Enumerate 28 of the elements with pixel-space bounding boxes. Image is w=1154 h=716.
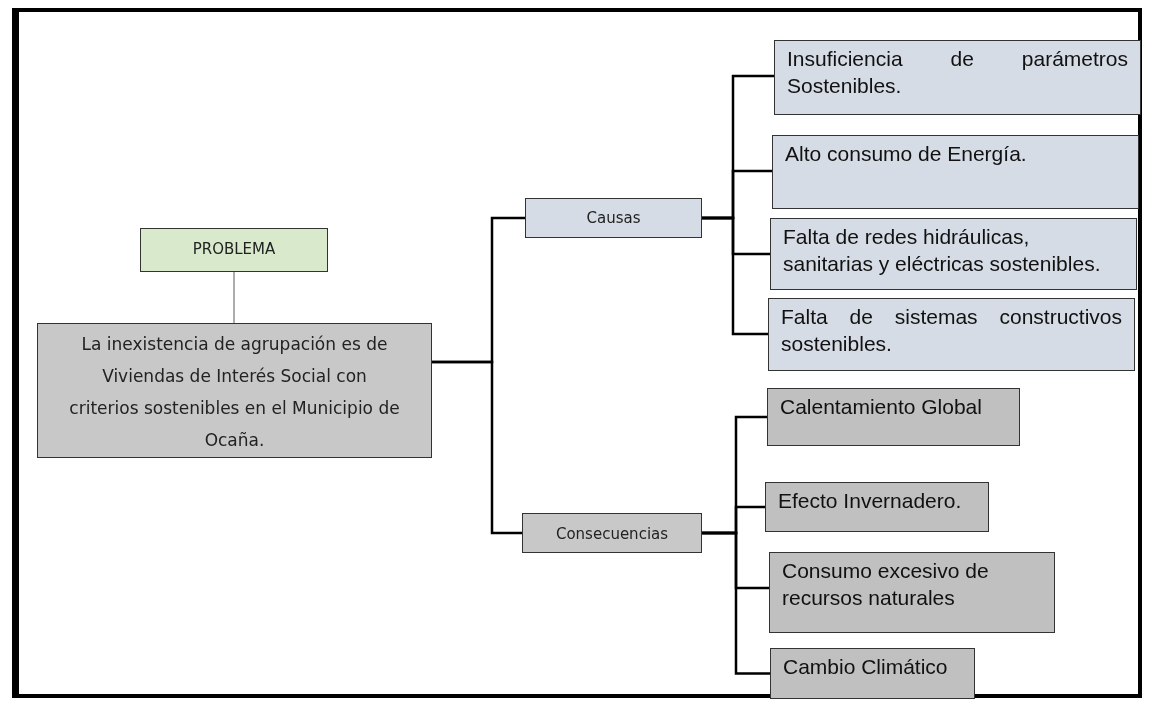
problem-box (37, 323, 432, 458)
cause-box (772, 135, 1139, 209)
consequence-box (767, 388, 1020, 446)
consequence-box (765, 482, 989, 532)
box-text: Insuficiencia de parámetros Sostenibles. (787, 46, 1128, 99)
cause-box (774, 40, 1141, 115)
category-box (522, 513, 702, 553)
box-text: Cambio Climático (783, 654, 949, 680)
box-text: Efecto Invernadero. (778, 488, 963, 514)
cause-box (770, 218, 1137, 290)
box-text: Calentamiento Global (780, 394, 983, 420)
box-text: La inexistencia de agrupación es de Viviendas de Interés Social con criterios sostenibles en el Municipio de Ocaña. (68, 333, 401, 452)
box-text: Causas (585, 209, 642, 227)
box-text: Falta de sistemas constructivos sostenibles. (781, 304, 1122, 357)
connector-line (432, 360, 522, 535)
connector-line (233, 271, 235, 324)
box-text: PROBLEMA (191, 240, 277, 258)
box-text: Falta de redes hidráulicas, sanitarias y eléctricas sostenibles. (783, 224, 1102, 277)
title-box (140, 228, 328, 272)
box-text: Alto consumo de Energía. (785, 141, 1028, 167)
consequence-box (770, 648, 975, 699)
consequence-box (769, 552, 1055, 633)
cause-box (768, 298, 1135, 371)
box-text: Consecuencias (554, 525, 670, 543)
category-box (525, 198, 702, 238)
connector-line (702, 216, 768, 336)
connector-line (702, 531, 770, 675)
box-text: Consumo excesivo de recursos naturales (782, 558, 990, 611)
